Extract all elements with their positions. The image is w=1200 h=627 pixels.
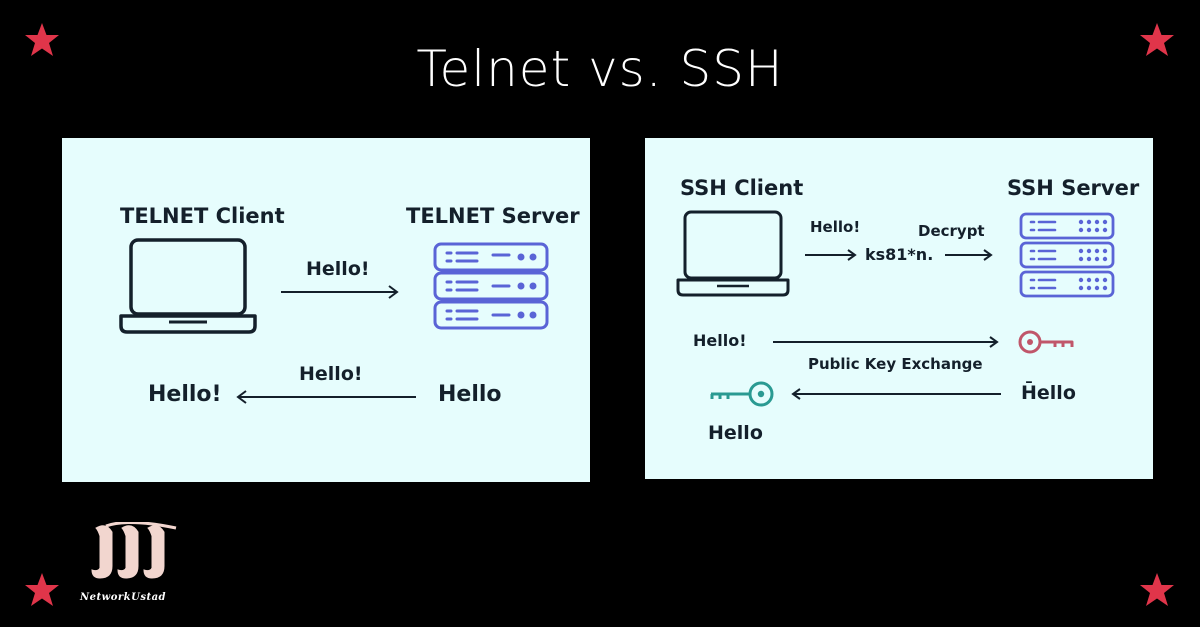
private-key-icon [710, 381, 774, 407]
server-icon [433, 242, 549, 330]
arrow-left-icon [236, 390, 416, 404]
ssh-client-label: SSH Client [680, 176, 804, 200]
ssh-decrypt-label: Decrypt [918, 222, 985, 240]
networkustad-logo [91, 522, 177, 579]
arrow-right-icon [805, 249, 857, 261]
telnet-client-label: TELNET Client [120, 204, 285, 228]
ssh-ciphertext: ks81*n. [865, 245, 934, 264]
star-icon-bottom-left [25, 573, 59, 606]
logo-brand-text: NetworkUstad [80, 592, 167, 603]
star-icon-top-left [25, 23, 59, 56]
ssh-server-label: SSH Server [1007, 176, 1140, 200]
telnet-server-message: Hello [438, 382, 502, 407]
telnet-panel: TELNET Client TELNET Server [62, 138, 590, 482]
page-title: Telnet vs. SSH [416, 40, 784, 98]
arrow-right-icon [773, 336, 999, 348]
telnet-message-from-server-label: Hello! [299, 363, 363, 385]
arrow-right-icon [281, 285, 399, 299]
telnet-message-to-server: Hello! [306, 258, 370, 280]
arrow-right-icon [945, 249, 993, 261]
star-icon-bottom-right [1140, 573, 1174, 606]
ssh-server-message: H̄ello [1021, 382, 1076, 404]
telnet-server-label: TELNET Server [406, 204, 580, 228]
star-icon-top-right [1140, 23, 1174, 56]
arrow-left-icon [791, 388, 1001, 400]
ssh-panel: SSH Client SSH Server Hel [645, 138, 1153, 479]
laptop-icon [119, 238, 257, 334]
public-key-icon [1018, 330, 1074, 354]
telnet-client-received: Hello! [148, 382, 222, 407]
ssh-exchange-label: Public Key Exchange [808, 355, 983, 373]
laptop-icon [676, 210, 790, 297]
ssh-client-received: Hello [708, 422, 763, 444]
server-icon [1019, 212, 1115, 298]
ssh-client-message: Hello! [693, 331, 747, 350]
ssh-plain-message: Hello! [810, 218, 861, 236]
